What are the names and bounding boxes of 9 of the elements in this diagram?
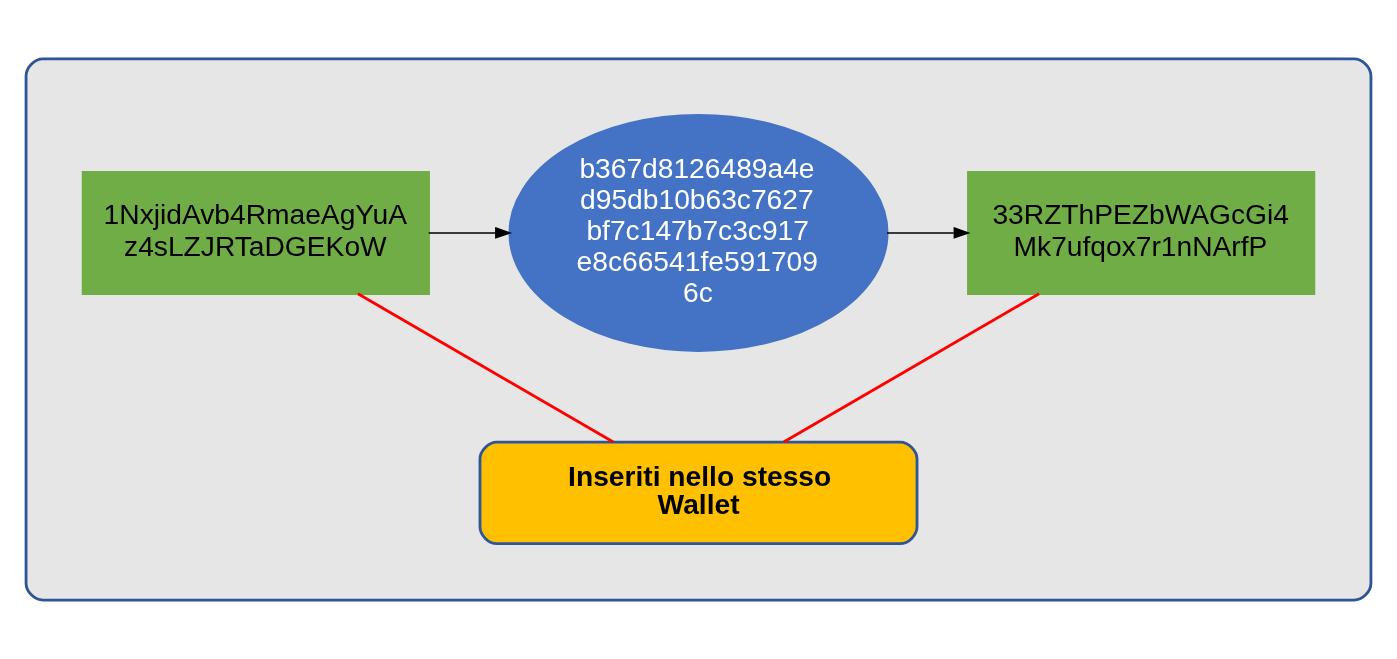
cluster bbox=[24, 57, 1373, 602]
arrow bbox=[886, 227, 971, 239]
node-box: Inseriti nello stesso Wallet bbox=[478, 440, 919, 546]
arrow bbox=[428, 227, 513, 239]
node-box: 33RZThPEZbWAGcGi4 Mk7ufqox7r1nNArfP bbox=[967, 170, 1316, 295]
connector bbox=[783, 292, 1040, 444]
node-box: 1NxjidAvb4RmaeAgYuA z4sLZJRTaDGEKoW bbox=[81, 170, 430, 295]
connector bbox=[357, 292, 614, 444]
node-ellipse: b367d8126489a4e d95db10b63c7627 bf7c147b7c3c917 e8c66541fe591709 6c bbox=[508, 114, 889, 352]
